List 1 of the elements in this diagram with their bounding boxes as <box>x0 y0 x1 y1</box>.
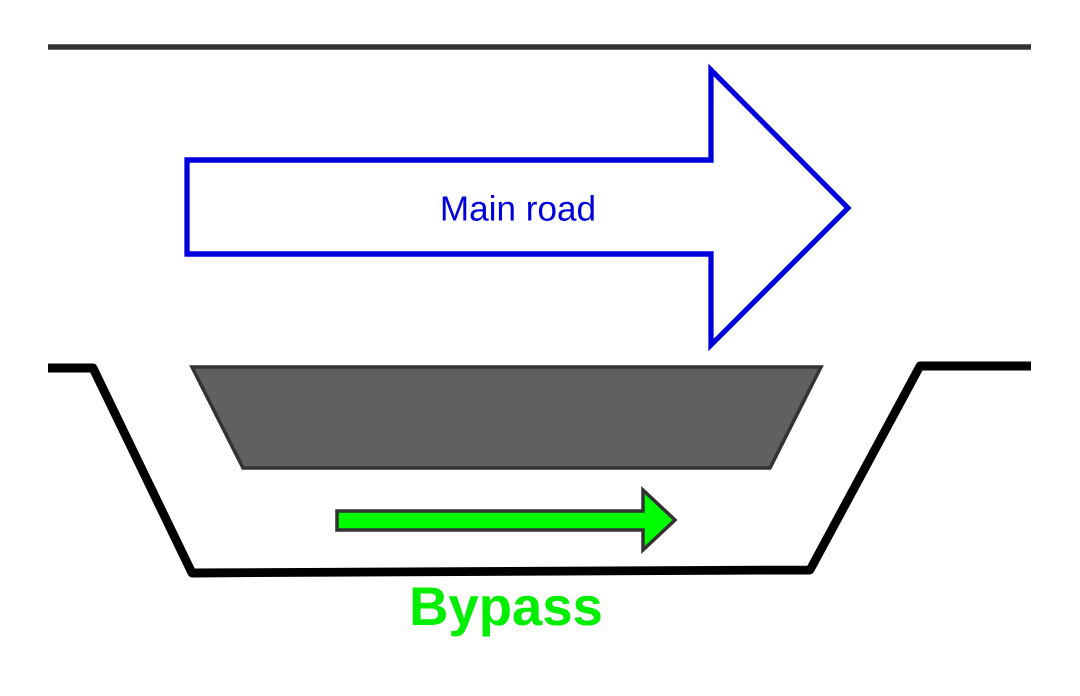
route-label: Bypass <box>412 587 601 637</box>
